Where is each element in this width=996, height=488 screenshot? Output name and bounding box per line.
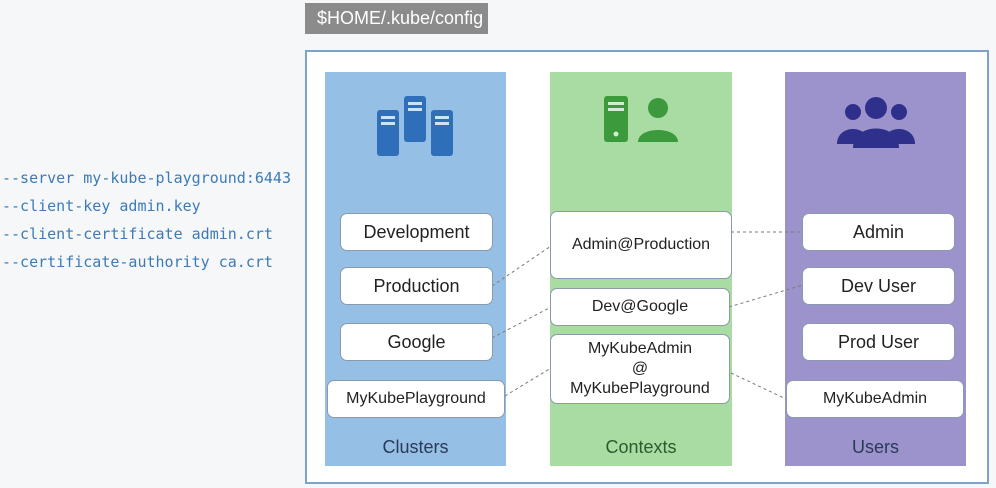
context-user-part: MyKubeAdmin — [587, 340, 693, 357]
user-mykubeadmin[interactable]: MyKubeAdmin — [786, 380, 964, 418]
context-cluster-part: MyKubePlayground — [570, 380, 710, 397]
user-dev-user[interactable]: Dev User — [802, 267, 955, 305]
config-file-tab: $HOME/.kube/config — [305, 3, 488, 34]
clusters-title: Clusters — [382, 437, 449, 457]
context-mykubeadmin-playground[interactable]: MyKubeAdmin @ MyKubePlayground — [550, 334, 730, 404]
cluster-google[interactable]: Google — [340, 323, 493, 361]
command-client-key: --client-key admin.key — [2, 197, 201, 215]
command-server: --server my-kube-playground:6443 — [2, 169, 291, 187]
user-admin[interactable]: Admin — [802, 213, 955, 251]
user-prod-user[interactable]: Prod User — [802, 323, 955, 361]
cluster-development[interactable]: Development — [340, 213, 493, 251]
command-client-certificate: --client-certificate admin.crt — [2, 225, 273, 243]
context-at-symbol: @ — [631, 360, 649, 377]
server-user-icon — [604, 96, 678, 142]
cluster-mykubeplayground[interactable]: MyKubePlayground — [327, 380, 505, 418]
cluster-production[interactable]: Production — [340, 267, 493, 305]
context-admin-production[interactable]: Admin@Production — [550, 211, 732, 279]
context-dev-google[interactable]: Dev@Google — [550, 288, 730, 326]
server-cluster-icon — [377, 96, 453, 156]
users-group-icon — [837, 97, 915, 148]
command-certificate-authority: --certificate-authority ca.crt — [2, 253, 273, 271]
users-title: Users — [851, 437, 899, 457]
contexts-title: Contexts — [605, 437, 677, 457]
